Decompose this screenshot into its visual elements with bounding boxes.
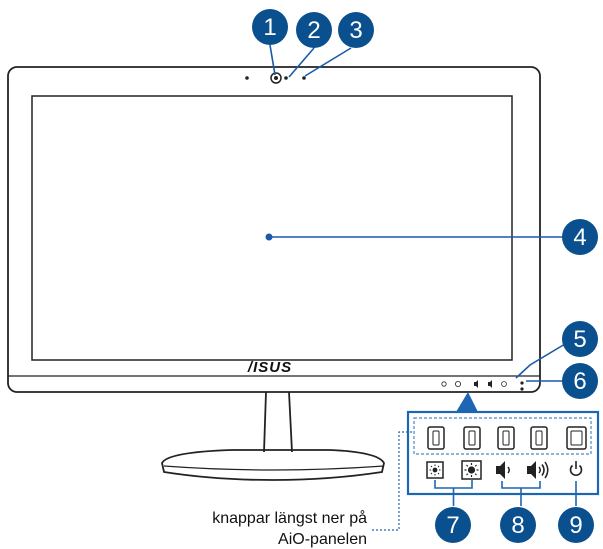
microphone-right (302, 76, 306, 80)
microphone-left (245, 76, 249, 80)
callout-badges: 1 2 3 4 5 6 (252, 9, 598, 399)
callout-badge-4: 4 (562, 219, 598, 255)
callout-badge-7: 7 (435, 507, 471, 543)
panel-button-brightness-down[interactable] (427, 426, 445, 450)
button-panel-inner (413, 417, 592, 455)
callout-badge-5: 5 (562, 321, 598, 357)
callout-badge-6: 6 (562, 363, 598, 399)
monitor-screen (31, 95, 513, 361)
caption-leader-line (372, 431, 414, 531)
bezel-btn-brightness-up[interactable] (454, 380, 461, 387)
panel-pointer (456, 392, 478, 412)
svg-text:6: 6 (573, 368, 586, 395)
callout-badge-2: 2 (296, 12, 332, 48)
brightness-up-icon (461, 460, 482, 480)
power-icon (569, 461, 583, 477)
caption-line-2: AiO-panelen (278, 531, 367, 548)
svg-text:7: 7 (446, 512, 459, 539)
callout-lines (269, 44, 571, 382)
panel-buttons (427, 426, 587, 450)
bezel-btn-brightness-down[interactable] (441, 381, 447, 387)
svg-text:3: 3 (349, 17, 362, 44)
volume-up-icon (527, 461, 549, 479)
bezel-buttons (441, 380, 524, 391)
svg-text:8: 8 (511, 512, 524, 539)
callout-badge-3: 3 (338, 12, 374, 48)
brand-logo: /ISUS (247, 359, 292, 376)
panel-button-volume-up[interactable] (530, 426, 548, 450)
webcam (270, 72, 282, 84)
stand-base-front (163, 465, 385, 471)
svg-text:1: 1 (263, 14, 276, 41)
bezel-btn-volume-down[interactable] (474, 380, 478, 388)
svg-text:5: 5 (573, 326, 586, 353)
webcam-led (284, 76, 288, 80)
panel-button-power[interactable] (566, 426, 587, 450)
panel-button-volume-down[interactable] (497, 426, 515, 450)
monitor-bezel (7, 66, 541, 393)
svg-text:4: 4 (573, 224, 586, 251)
caption-line-1: knappar längst ner på (212, 510, 367, 527)
monitor (7, 66, 541, 393)
bezel-btn-volume-up[interactable] (488, 380, 492, 388)
callout-badge-1: 1 (252, 9, 288, 45)
panel-button-brightness-up[interactable] (463, 426, 481, 450)
icon-brackets (434, 480, 577, 506)
stand-base (161, 449, 385, 481)
stand (161, 391, 385, 481)
brightness-down-icon (426, 461, 444, 479)
callout-badge-8: 8 (500, 507, 536, 543)
volume-down-icon (496, 461, 510, 479)
hdd-led (520, 387, 524, 391)
callout-badge-9: 9 (558, 507, 594, 543)
stand-neck (263, 391, 293, 453)
screen-center-dot (265, 233, 273, 241)
card-reader-led (520, 381, 524, 385)
svg-text:9: 9 (569, 512, 582, 539)
bezel-btn-power[interactable] (501, 381, 507, 387)
button-panel (406, 410, 600, 496)
svg-text:2: 2 (307, 17, 320, 44)
